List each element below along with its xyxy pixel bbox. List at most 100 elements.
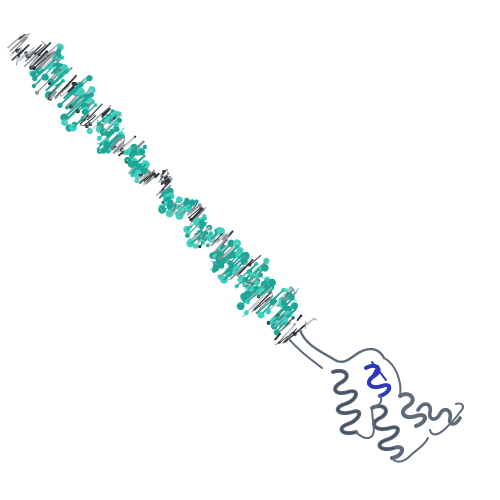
side-chain-bond (25, 33, 30, 38)
atom-cyan (193, 243, 199, 249)
bond (282, 325, 295, 338)
bond (296, 314, 302, 322)
bond (89, 123, 100, 132)
loop (355, 407, 375, 440)
bond (112, 149, 119, 154)
bond (30, 62, 38, 69)
bond (86, 103, 103, 120)
bond (136, 175, 144, 182)
bond (210, 238, 220, 247)
alpha-helix (332, 370, 360, 434)
globular-helical-domain (287, 328, 464, 463)
bond (143, 172, 155, 182)
side-chain-bond (159, 174, 164, 178)
atom-cyan (254, 280, 260, 286)
bond (284, 333, 296, 343)
side-chain-bond (40, 40, 47, 46)
bond (254, 300, 266, 311)
side-chain-bond (123, 136, 126, 141)
loop (429, 402, 464, 436)
atom-cyan (185, 233, 190, 238)
bond (155, 173, 160, 179)
bond (83, 115, 97, 127)
bond (15, 44, 30, 59)
bond (245, 286, 273, 314)
fibrous-helix-filament (7, 33, 317, 346)
side-chain-bond (158, 179, 162, 183)
side-chain-bond (84, 117, 90, 120)
atom-cyan (47, 65, 52, 70)
side-chain-bond (90, 113, 96, 117)
bond (62, 93, 93, 124)
bond (33, 80, 42, 87)
atom (70, 67, 73, 70)
bond (38, 42, 52, 56)
side-chain-bond (159, 207, 164, 213)
bond (26, 50, 35, 58)
bond (282, 328, 297, 344)
bond (112, 123, 117, 130)
atom (55, 57, 59, 62)
bond (31, 50, 55, 75)
bond (145, 176, 156, 185)
bond (251, 296, 266, 310)
bond (251, 274, 262, 285)
atom-cyan (96, 135, 102, 141)
side-chain-bond (313, 318, 317, 321)
highlighted-helix (367, 361, 387, 385)
bond (10, 52, 14, 57)
atom-cyan (205, 243, 210, 248)
atom (134, 135, 137, 138)
atom (161, 201, 164, 204)
alpha-helix (371, 405, 399, 450)
bond (18, 46, 35, 62)
bond (38, 57, 55, 72)
bond (101, 107, 111, 118)
atom-cyan (86, 75, 93, 82)
atom-cyan (175, 196, 183, 204)
side-chain-bond (16, 60, 18, 66)
bond (160, 176, 171, 185)
linker-loop (287, 337, 323, 369)
atom (48, 82, 52, 86)
bond (130, 164, 140, 175)
atom-cyan (194, 199, 199, 204)
bond (140, 171, 150, 182)
side-chain-bond (196, 205, 201, 208)
side-chain-bond (57, 91, 62, 97)
bond (89, 105, 112, 125)
bond (145, 173, 155, 184)
loop (383, 357, 402, 397)
atom (35, 90, 39, 95)
bond (7, 35, 22, 49)
bond (255, 295, 274, 314)
bond (256, 299, 273, 314)
bond (33, 55, 49, 69)
bond (54, 84, 71, 99)
side-chain-bond (223, 236, 228, 241)
atom-cyan (30, 71, 37, 78)
loop (391, 437, 429, 463)
bond (169, 208, 177, 214)
bond (24, 56, 32, 62)
bond (237, 258, 254, 276)
bond (229, 266, 246, 280)
bond (24, 44, 42, 62)
atom-cyan (138, 148, 146, 156)
side-chain-bond (155, 192, 160, 197)
bond (79, 115, 89, 125)
bond (53, 67, 72, 85)
bond (45, 83, 55, 92)
side-chain-bond (80, 124, 85, 127)
bond (33, 57, 63, 87)
atom-cyan (199, 225, 205, 230)
bond (66, 74, 77, 87)
atom-cyan (265, 308, 272, 315)
bond (279, 322, 291, 333)
bond (188, 207, 202, 219)
bond (251, 291, 272, 313)
side-chain-bond (16, 50, 19, 54)
atom-cyan (244, 310, 249, 316)
alpha-helix (331, 369, 362, 435)
